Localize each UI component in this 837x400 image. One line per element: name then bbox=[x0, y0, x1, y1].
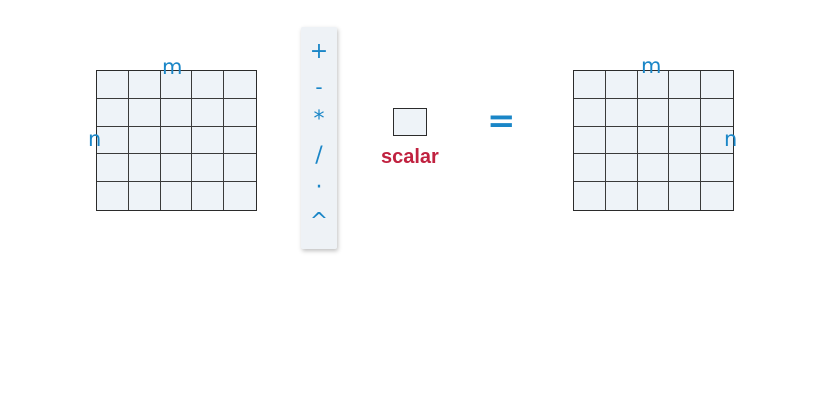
matrix-cell bbox=[701, 126, 733, 155]
matrix-cell bbox=[160, 71, 193, 99]
matrix-cell bbox=[605, 71, 638, 99]
matrix-cell bbox=[669, 182, 702, 210]
divide-operator: / bbox=[315, 143, 323, 168]
matrix-cell bbox=[128, 98, 161, 127]
right-matrix-col-dim-label: m bbox=[641, 54, 662, 78]
matrix-cell bbox=[97, 98, 129, 127]
left-matrix bbox=[96, 70, 257, 211]
matrix-cell bbox=[574, 98, 606, 127]
matrix-cell bbox=[97, 126, 129, 155]
right-matrix-row-dim-label: n bbox=[724, 127, 738, 151]
matrix-cell bbox=[701, 154, 733, 183]
plus-operator: + bbox=[309, 39, 329, 64]
multiply-operator: * bbox=[313, 107, 325, 132]
scalar-label: scalar bbox=[381, 146, 439, 168]
matrix-cell bbox=[97, 182, 129, 210]
matrix-cell bbox=[192, 182, 225, 210]
dot-operator: · bbox=[315, 175, 323, 200]
power-operator: ^ bbox=[309, 209, 329, 234]
matrix-cell bbox=[160, 182, 193, 210]
matrix-cell bbox=[192, 126, 225, 155]
matrix-cell bbox=[574, 71, 606, 99]
matrix-cell bbox=[160, 154, 193, 183]
matrix-cell bbox=[637, 71, 670, 99]
matrix-cell bbox=[637, 126, 670, 155]
matrix-cell bbox=[224, 154, 256, 183]
matrix-cell bbox=[97, 71, 129, 99]
matrix-cell bbox=[637, 154, 670, 183]
minus-operator: - bbox=[315, 75, 323, 99]
matrix-cell bbox=[605, 154, 638, 183]
matrix-cell bbox=[605, 182, 638, 210]
matrix-cell bbox=[605, 98, 638, 127]
matrix-cell bbox=[574, 126, 606, 155]
matrix-cell bbox=[669, 71, 702, 99]
matrix-cell bbox=[224, 126, 256, 155]
matrix-cell bbox=[224, 182, 256, 210]
matrix-cell bbox=[637, 98, 670, 127]
right-matrix bbox=[573, 70, 734, 211]
operator-panel: + - * / · ^ bbox=[301, 27, 337, 249]
matrix-cell bbox=[574, 182, 606, 210]
matrix-cell bbox=[669, 154, 702, 183]
matrix-cell bbox=[701, 71, 733, 99]
matrix-cell bbox=[637, 182, 670, 210]
equals-sign: = bbox=[487, 101, 516, 141]
matrix-cell bbox=[224, 98, 256, 127]
matrix-cell bbox=[128, 154, 161, 183]
matrix-cell bbox=[128, 182, 161, 210]
matrix-cell bbox=[192, 71, 225, 99]
scalar-box bbox=[393, 108, 427, 136]
left-matrix-col-dim-label: m bbox=[162, 55, 183, 79]
matrix-cell bbox=[669, 126, 702, 155]
matrix-cell bbox=[605, 126, 638, 155]
matrix-cell bbox=[160, 98, 193, 127]
matrix-cell bbox=[669, 98, 702, 127]
matrix-cell bbox=[128, 71, 161, 99]
matrix-cell bbox=[701, 182, 733, 210]
matrix-cell bbox=[224, 71, 256, 99]
matrix-cell bbox=[192, 154, 225, 183]
matrix-cell bbox=[128, 126, 161, 155]
matrix-cell bbox=[97, 154, 129, 183]
left-matrix-row-dim-label: n bbox=[88, 127, 102, 151]
matrix-cell bbox=[192, 98, 225, 127]
matrix-cell bbox=[160, 126, 193, 155]
matrix-cell bbox=[701, 98, 733, 127]
matrix-cell bbox=[574, 154, 606, 183]
